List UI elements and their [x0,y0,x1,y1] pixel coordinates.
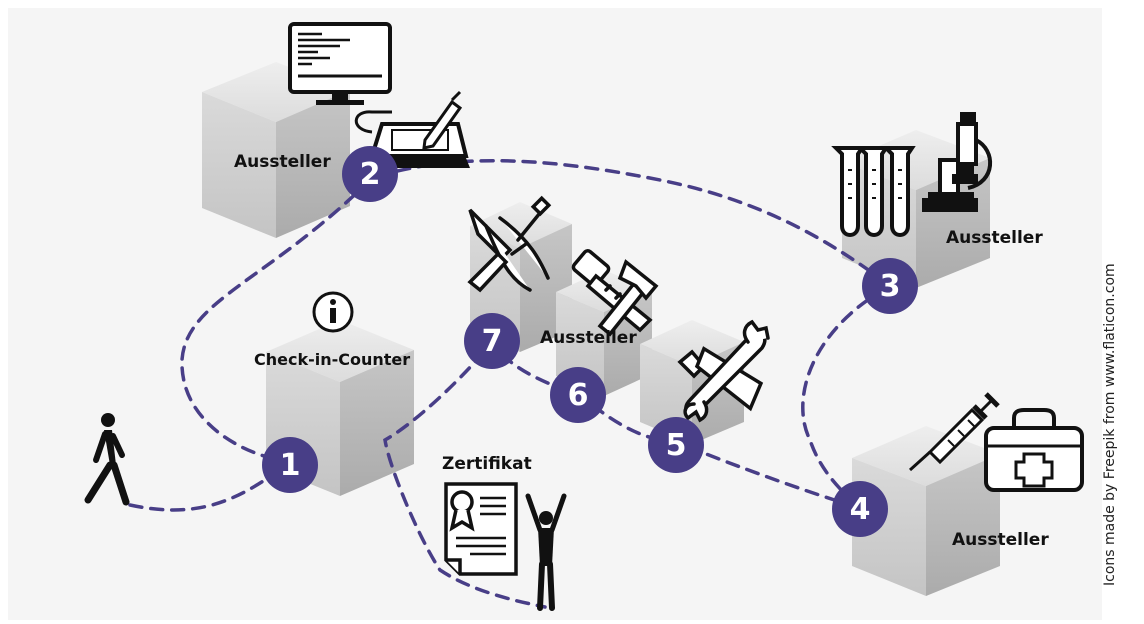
exhibitor-label-4: Aussteller [952,530,1049,550]
step-marker-4: 4 [832,481,888,537]
step-marker-3: 3 [862,258,918,314]
syringe-icon [908,392,1000,472]
visitor-route-path [128,158,894,609]
step-marker-7: 7 [464,313,520,369]
checkin-counter-label: Check-in-Counter [254,350,411,369]
exhibitor-label-3: Aussteller [946,228,1043,248]
step-marker-1: 1 [262,437,318,493]
monitor-icon [288,22,392,105]
walking-person-icon [84,413,130,506]
certificate-label: Zertifikat [442,454,532,474]
icon-credit-text: Icons made by Freepik from www.flaticon.… [1102,263,1118,586]
pliers-screwdriver-icon [467,195,552,293]
saw-hammer-icon [571,249,659,337]
step-marker-5: 5 [648,417,704,473]
certificate-icon [444,482,518,576]
first-aid-kit-icon [984,408,1084,492]
cheering-person-icon [525,493,567,611]
wrench-icon [677,319,770,423]
microscope-icon [922,112,992,212]
step-marker-6: 6 [550,367,606,423]
exhibitor-label-2: Aussteller [234,152,331,172]
exhibitor-label-workshop: Aussteller [540,328,637,348]
cube-checkin-counter [266,320,414,496]
info-icon [312,291,354,333]
test-tubes-icon [831,146,916,237]
step-marker-2: 2 [342,146,398,202]
